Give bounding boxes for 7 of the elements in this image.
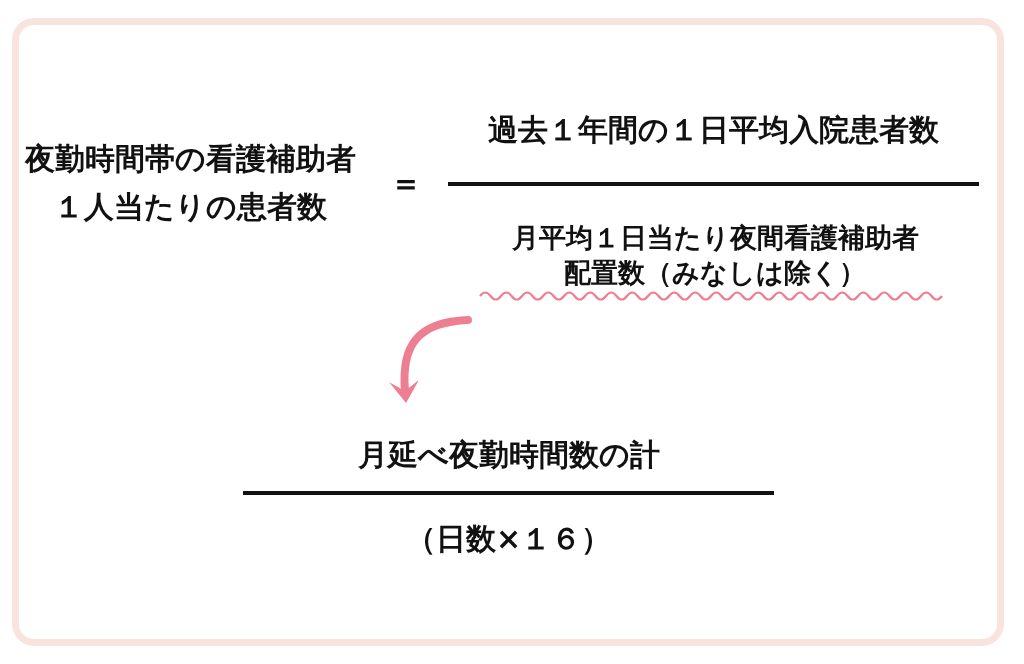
denominator-text: 月平均１日当たり夜間看護補助者配置数（みなしは除く）: [510, 221, 920, 291]
numerator-text: 月延べ夜勤時間数の計: [357, 436, 660, 474]
curved-arrow: [389, 316, 472, 403]
numerator-text: 過去１年間の１日平均入院患者数: [487, 111, 939, 149]
denominator-text: （日数×１６）: [405, 519, 612, 558]
formula-term-text: 夜勤時間帯の看護補助者１人当たりの患者数: [23, 140, 357, 226]
equals-sign: ＝: [390, 163, 422, 204]
